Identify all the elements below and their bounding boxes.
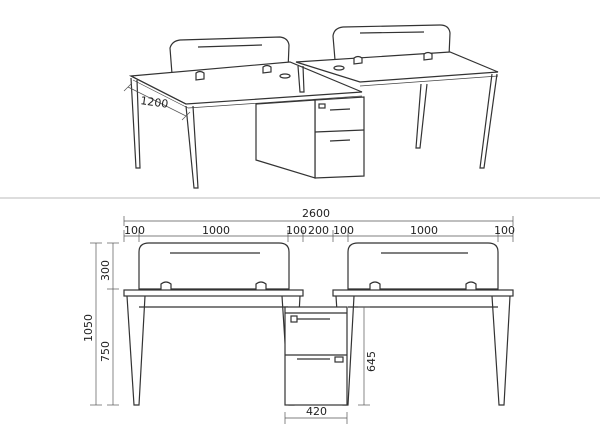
isometric-view: 1200 <box>123 24 499 189</box>
iso-pedestal-side <box>255 99 316 179</box>
iso-desk-left-edge <box>130 75 187 105</box>
front-pedestal-lock <box>290 315 298 323</box>
iso-screen-left-slot <box>197 44 263 48</box>
iso-pedestal-lock <box>318 103 326 109</box>
dim-seg-2: 1000 <box>202 224 230 237</box>
iso-leg-front-left <box>130 77 141 169</box>
dim-pedestal-height: 645 <box>365 351 378 372</box>
iso-desk-left-edge2 <box>132 79 189 109</box>
front-clamp-1 <box>160 281 172 292</box>
front-clamp-3 <box>369 281 381 292</box>
front-pedestal-logo <box>334 356 344 363</box>
dim-seg-3: 100 <box>286 224 307 237</box>
iso-screen-right <box>332 24 451 61</box>
dim-pedestal-width: 420 <box>306 405 327 418</box>
dim-desk-height: 750 <box>99 341 112 362</box>
dim-seg-7: 100 <box>494 224 515 237</box>
iso-grommet-1 <box>279 73 291 79</box>
iso-pedestal-handle-bottom <box>329 139 351 142</box>
iso-clamp-4 <box>423 51 433 61</box>
front-clamp-2 <box>255 281 267 292</box>
front-desk-left-top <box>123 289 304 297</box>
dim-seg-6: 1000 <box>410 224 438 237</box>
iso-clamp-2 <box>262 64 272 74</box>
iso-depth-dim-tick1 <box>123 82 133 92</box>
front-leg-1 <box>126 295 146 406</box>
front-view: 2600 100 1000 100 200 100 1000 100 1050 … <box>82 207 515 424</box>
iso-desk-left-edge3 <box>187 95 363 109</box>
dim-screen-height: 300 <box>99 260 112 281</box>
iso-grommet-2 <box>333 65 345 71</box>
iso-leg-back-right <box>479 73 498 169</box>
dim-seg-4: 200 <box>308 224 329 237</box>
iso-leg-back-left <box>297 65 305 93</box>
front-screen-right <box>347 242 499 290</box>
iso-desk-right-top <box>295 51 499 83</box>
iso-leg-front-mid <box>185 105 199 189</box>
dim-seg-5: 100 <box>333 224 354 237</box>
iso-leg-front-right <box>415 83 428 149</box>
dim-overall-label: 2600 <box>302 207 330 220</box>
front-pedestal <box>284 306 348 406</box>
front-screen-left <box>138 242 290 290</box>
front-clamp-4 <box>465 281 477 292</box>
iso-screen-right-slot <box>359 31 425 34</box>
iso-clamp-1 <box>195 70 205 81</box>
iso-clamp-3 <box>353 55 363 65</box>
iso-pedestal-handle-top <box>329 108 351 111</box>
front-leg-4 <box>491 295 511 406</box>
iso-depth-dim-line <box>127 86 187 117</box>
iso-depth-label: 1200 <box>140 94 170 111</box>
front-desk-right-top <box>332 289 514 297</box>
iso-desk-right-edge <box>359 75 499 87</box>
iso-depth-dim-tick2 <box>181 111 191 121</box>
dim-seg-1: 100 <box>124 224 145 237</box>
dim-total-height: 1050 <box>82 314 95 342</box>
dim-seg-ticks <box>123 230 514 242</box>
iso-pedestal-drawer-line <box>314 129 365 133</box>
